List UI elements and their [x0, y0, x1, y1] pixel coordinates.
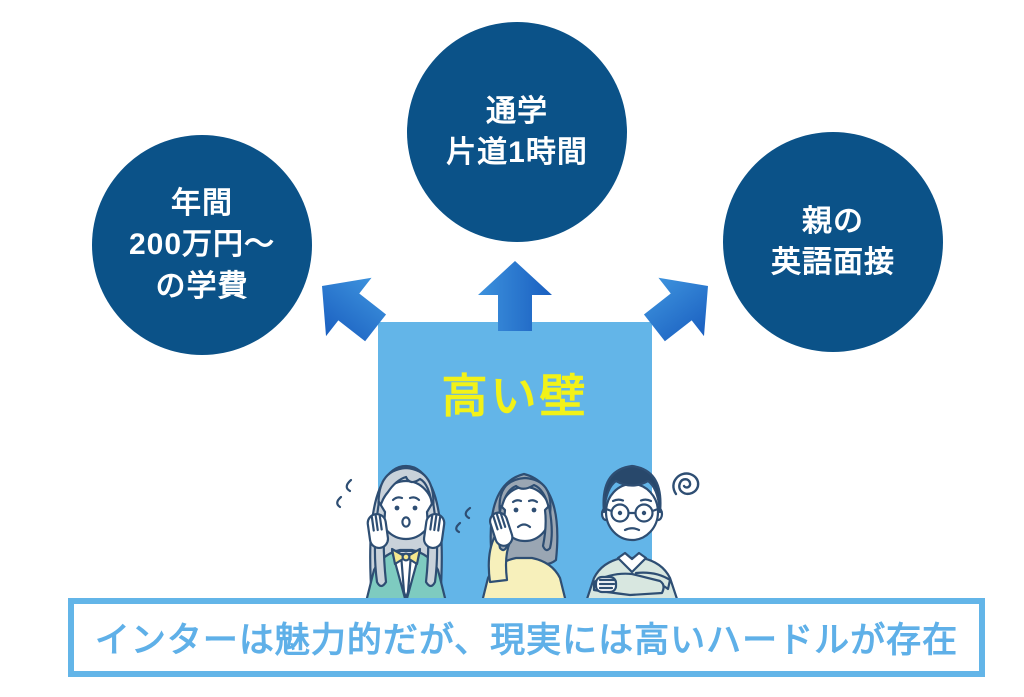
circle-text-line: 年間: [171, 186, 233, 220]
circle-text-line: 片道1時間: [446, 136, 588, 169]
circle-text-line: 200万円〜: [128, 228, 276, 262]
confusion-spiral-icon: [672, 472, 700, 496]
hurdle-circle-commute: 通学 片道1時間: [407, 22, 627, 242]
circle-text-line: 通学: [486, 94, 548, 128]
sweat-drops-icon: [336, 478, 353, 509]
wall-label: 高い壁: [441, 370, 589, 422]
circle-text-line: 英語面接: [771, 246, 895, 279]
conclusion-banner-text: インターは魅力的だが、現実には高いハードルが存在: [94, 621, 959, 660]
circle-text-line: 親の: [802, 204, 864, 238]
conclusion-banner: インターは魅力的だが、現実には高いハードルが存在: [68, 598, 985, 677]
hurdle-circle-tuition: 年間 200万円〜 の学費: [92, 135, 312, 355]
hurdle-circle-interview: 親の 英語面接: [723, 132, 943, 352]
arrow-up-icon: [478, 261, 552, 331]
wall-block: 高い壁: [378, 322, 652, 600]
circle-text-line: の学費: [155, 269, 249, 303]
